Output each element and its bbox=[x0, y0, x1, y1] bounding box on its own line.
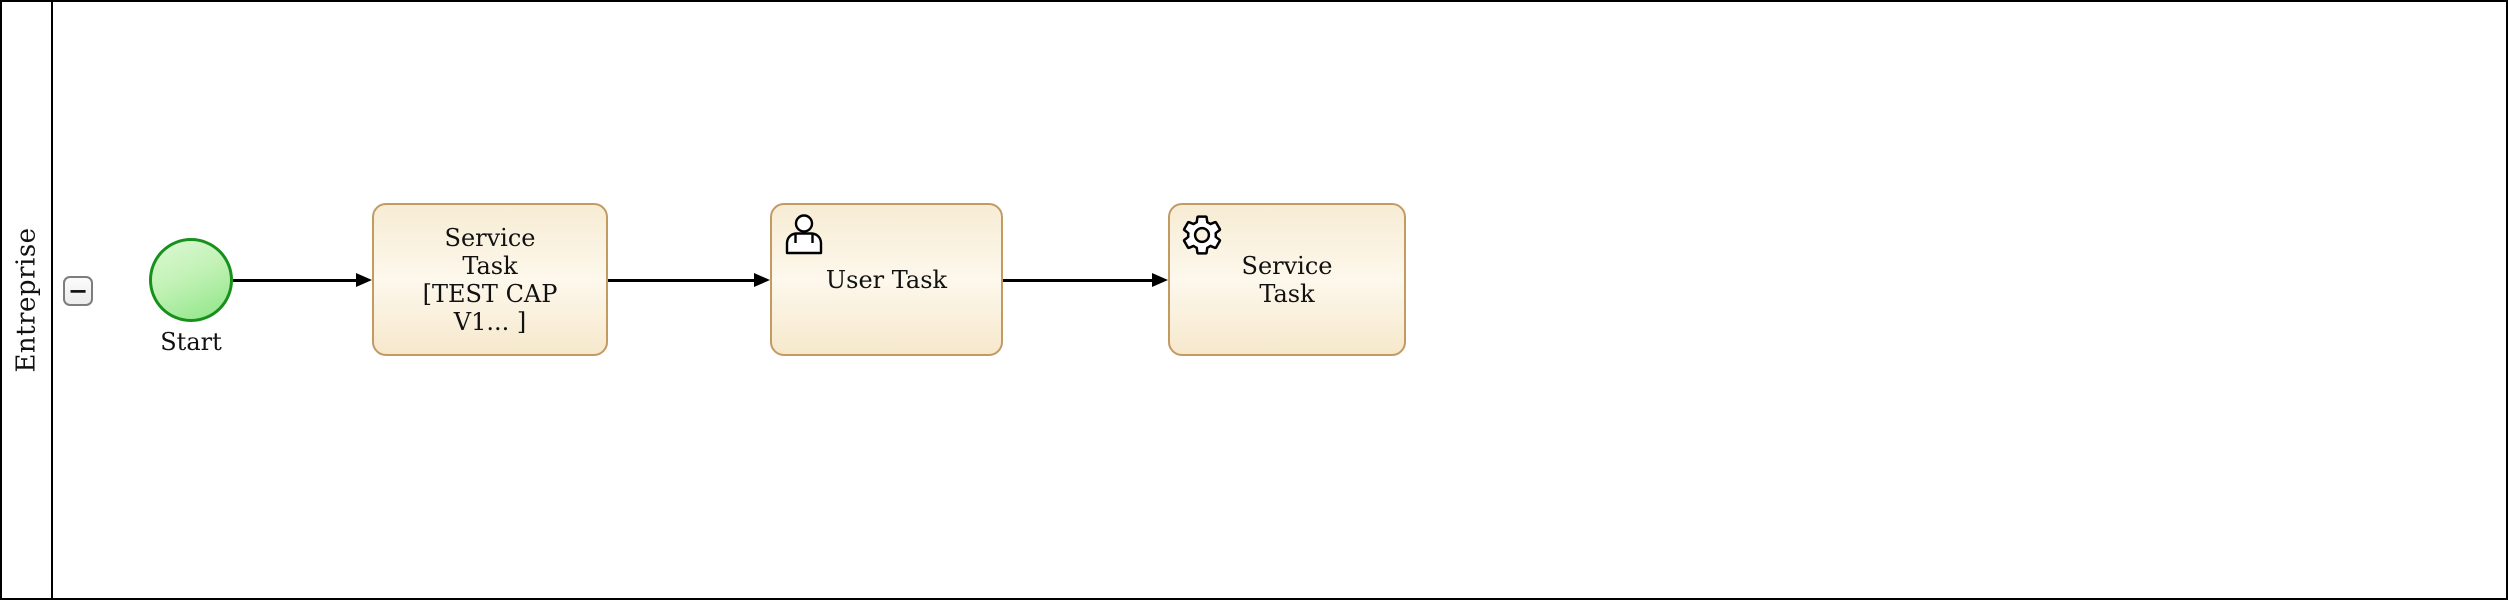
lane-separator-line bbox=[51, 0, 53, 600]
task-service-task-1[interactable]: Service Task [TEST CAP V1... ] bbox=[372, 203, 608, 356]
task-label-line: [TEST CAP bbox=[422, 279, 558, 308]
user-icon bbox=[785, 214, 823, 255]
sequence-flow-1-line bbox=[233, 279, 357, 282]
task-label-line: Service bbox=[1241, 251, 1333, 280]
arrowhead-icon bbox=[1152, 273, 1168, 287]
task-label-line: Task bbox=[1259, 279, 1315, 308]
lane-collapse-button[interactable]: − bbox=[63, 276, 93, 306]
pool-label: Entreprise bbox=[11, 227, 42, 373]
task-label-line: Task bbox=[462, 251, 518, 280]
pool-lane-entreprise: Entreprise bbox=[0, 0, 53, 600]
gear-icon bbox=[1182, 215, 1222, 255]
sequence-flow-3-line bbox=[1002, 279, 1153, 282]
arrowhead-icon bbox=[754, 273, 770, 287]
task-label-line: V1... ] bbox=[453, 307, 527, 336]
task-label-line: Service bbox=[444, 223, 536, 252]
sequence-flow-2-line bbox=[607, 279, 755, 282]
arrowhead-icon bbox=[356, 273, 372, 287]
minus-icon: − bbox=[67, 276, 89, 305]
start-event-label: Start bbox=[160, 328, 222, 356]
start-event-circle[interactable] bbox=[149, 238, 233, 322]
task-user-task[interactable]: User Task bbox=[770, 203, 1003, 356]
task-label-line: User Task bbox=[825, 265, 948, 294]
task-service-task-2[interactable]: Service Task bbox=[1168, 203, 1406, 356]
